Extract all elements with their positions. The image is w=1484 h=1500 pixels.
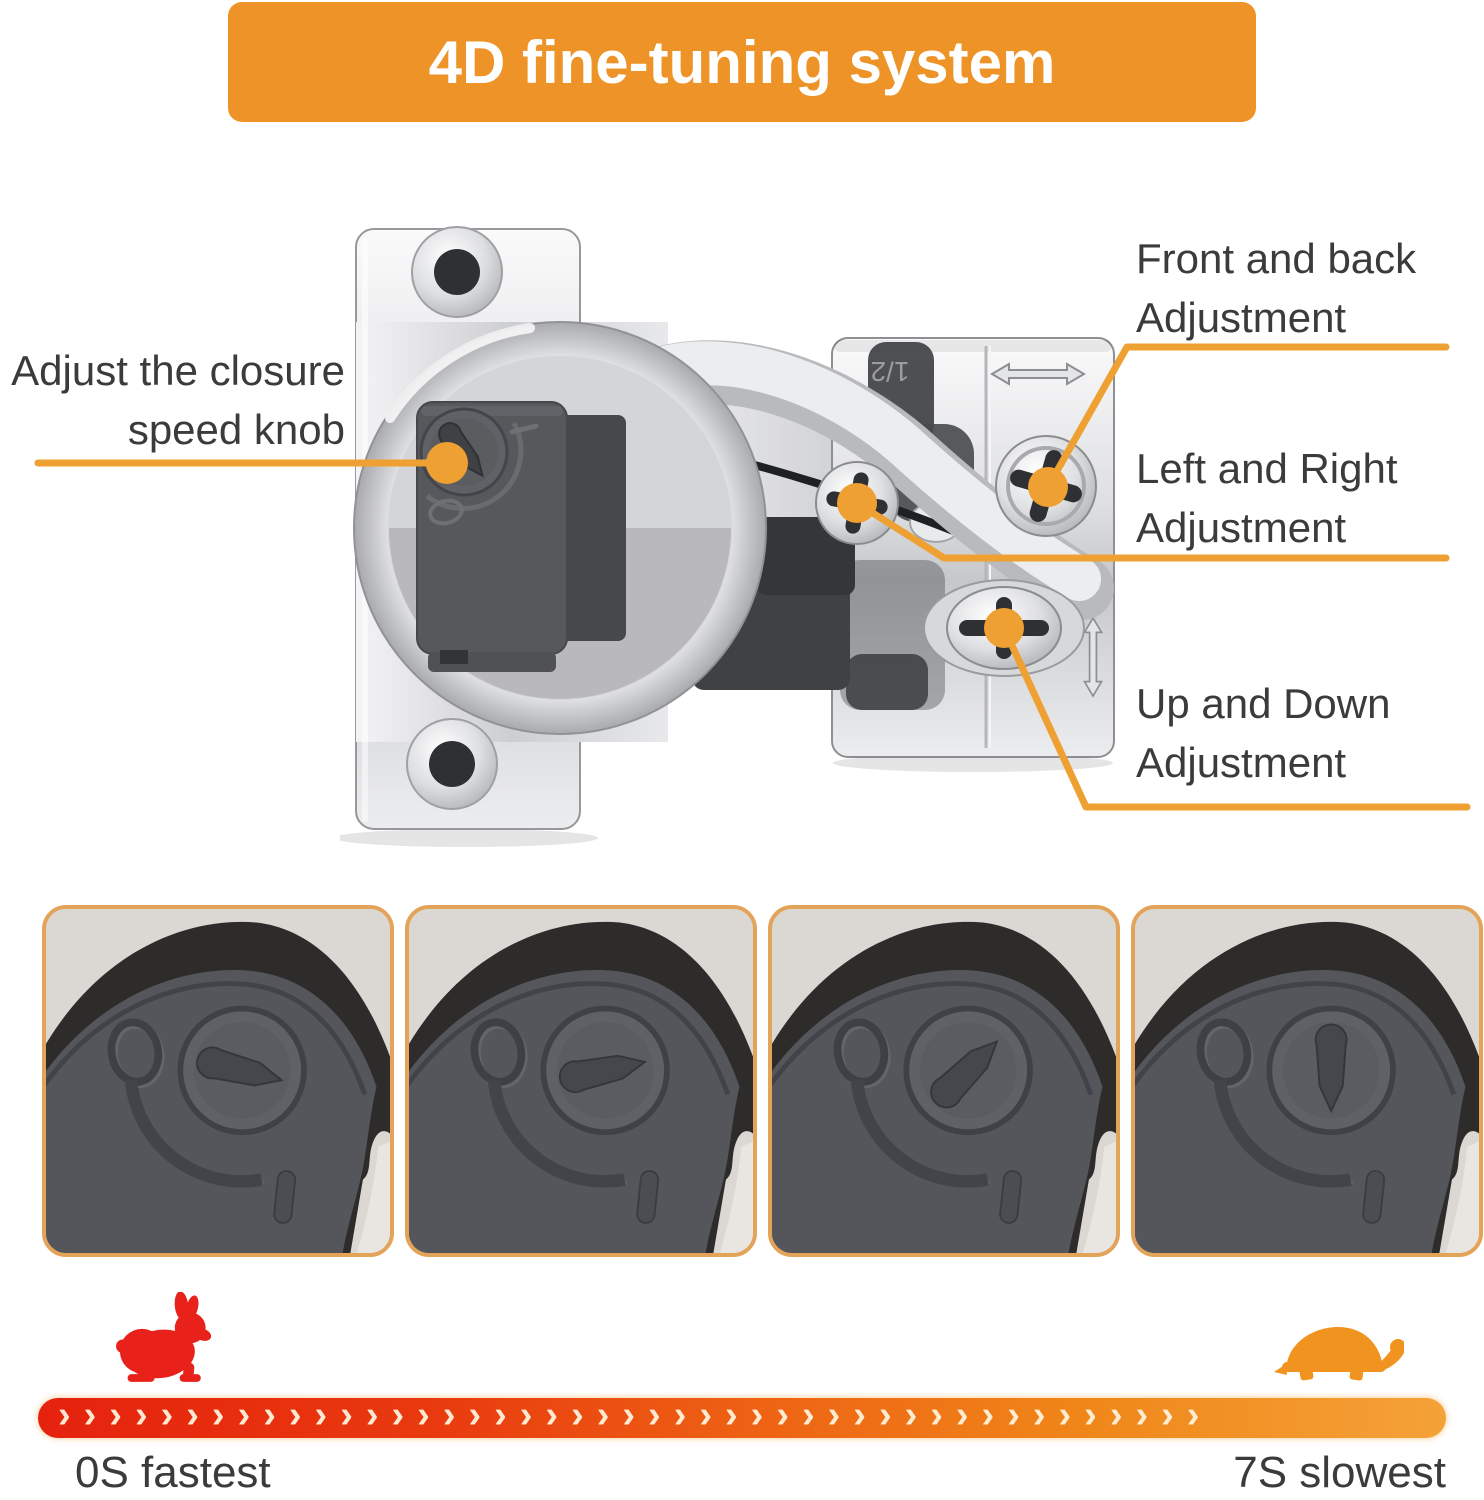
callout-up-down-line1: Up and Down <box>1136 680 1391 727</box>
speed-gradient-bar: ››››››››››››››››››››››››››››››››››››››››… <box>38 1398 1446 1438</box>
scale-label-slowest: 7S slowest <box>1233 1448 1446 1497</box>
knob-closeup-4 <box>1135 909 1479 1253</box>
rabbit-icon <box>116 1292 212 1382</box>
callout-left-right-line1: Left and Right <box>1136 445 1398 492</box>
callout-speed-knob-line1: Adjust the closure <box>11 347 345 394</box>
scale-label-fastest: 0S fastest <box>75 1448 271 1497</box>
callout-speed-knob: Adjust the closure speed knob <box>0 341 345 459</box>
title-banner: 4D fine-tuning system <box>228 2 1256 122</box>
callout-speed-knob-line2: speed knob <box>127 406 345 453</box>
speed-knob <box>419 407 509 497</box>
knob-closeup-panel-1 <box>42 905 394 1257</box>
knob-closeup-panel-2 <box>405 905 757 1257</box>
screw-hole-bottom-icon <box>406 718 498 810</box>
plate-marking: 1/2 <box>871 356 910 387</box>
knob-closeup-3 <box>772 909 1116 1253</box>
hinge-illustration: 1/2 <box>340 226 1115 847</box>
page-title: 4D fine-tuning system <box>428 28 1056 96</box>
screw-hole-top-icon <box>411 226 503 318</box>
callout-front-back: Front and back Adjustment <box>1136 229 1416 347</box>
callout-front-back-line1: Front and back <box>1136 235 1417 282</box>
turtle-icon <box>1274 1327 1404 1381</box>
knob-closeup-2 <box>409 909 753 1253</box>
screw-up-down-icon <box>923 579 1085 677</box>
damper <box>416 401 626 672</box>
screw-left-right-icon <box>815 461 899 545</box>
callout-up-down: Up and Down Adjustment <box>1136 674 1390 792</box>
knob-closeup-panel-3 <box>768 905 1120 1257</box>
knob-closeup-panel-4 <box>1131 905 1483 1257</box>
screw-front-back-icon <box>995 435 1097 537</box>
callout-left-right-line2: Adjustment <box>1136 504 1347 551</box>
knob-closeup-1 <box>46 909 390 1253</box>
callout-up-down-line2: Adjustment <box>1136 739 1347 786</box>
callout-left-right: Left and Right Adjustment <box>1136 439 1398 557</box>
callout-front-back-line2: Adjustment <box>1136 294 1347 341</box>
chevron-pattern: ››››››››››››››››››››››››››››››››››››››››… <box>58 1398 1213 1436</box>
plate-shadow <box>340 829 598 847</box>
